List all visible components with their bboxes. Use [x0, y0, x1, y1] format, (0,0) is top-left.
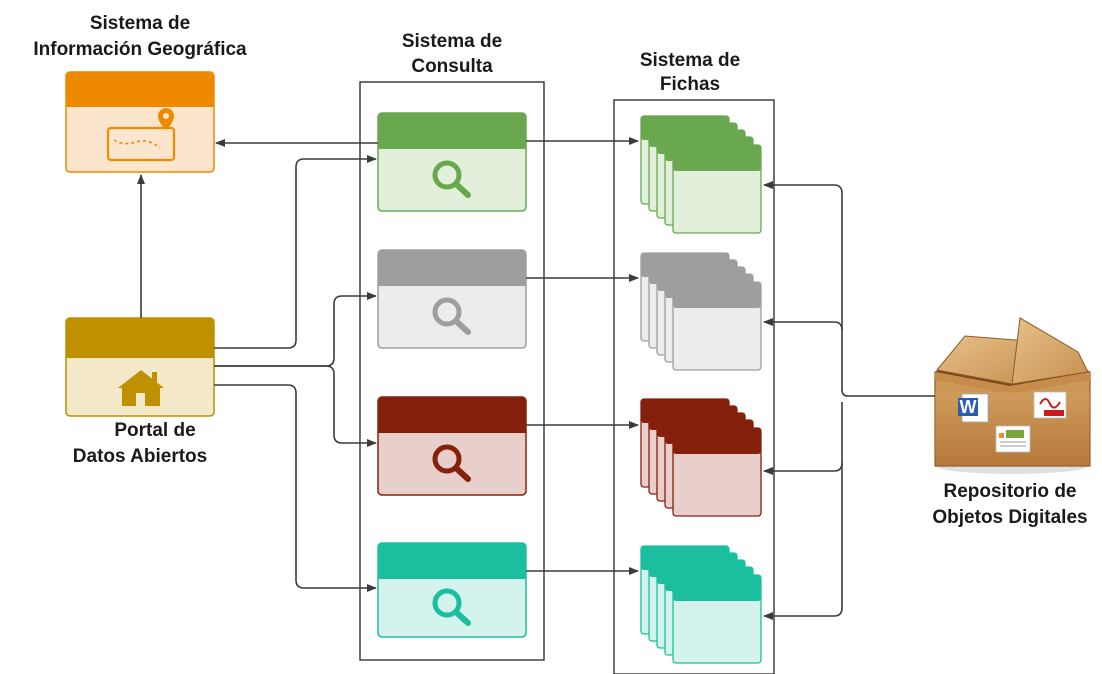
portal-title-line1: Portal de	[114, 420, 195, 441]
sig-window	[65, 71, 215, 173]
consulta-frame	[359, 81, 545, 661]
ficha-stack-teal	[640, 545, 762, 664]
word-document-label: W	[960, 397, 977, 417]
search-icon	[432, 160, 471, 198]
cardboard-box-icon: W	[934, 317, 1091, 474]
edge-portal-to-consulta-gray	[214, 292, 377, 367]
consulta-panel-green	[377, 112, 527, 212]
ficha-card	[672, 427, 762, 517]
search-icon	[432, 588, 471, 626]
edge-repo-to-fichas-green	[763, 181, 849, 397]
fichas-title-line2: Fichas	[660, 74, 720, 95]
repo-title-line2: Objetos Digitales	[932, 507, 1087, 528]
sig-title-line2: Información Geográfica	[33, 39, 247, 60]
consulta-title-line2: Consulta	[411, 56, 493, 77]
portal-title-line2: Datos Abiertos	[73, 446, 207, 467]
edge-portal-to-consulta-green	[214, 155, 377, 349]
pdf-document-icon	[1033, 391, 1067, 419]
search-icon	[432, 297, 471, 335]
word-document-icon: W	[958, 393, 989, 423]
ficha-stack-green	[640, 115, 762, 234]
repo-title-line1: Repositorio de	[943, 481, 1076, 502]
consulta-title-line1: Sistema de	[402, 31, 502, 52]
sig-title-line1: Sistema de	[90, 13, 190, 34]
connections	[137, 137, 935, 620]
fichas-stacks	[640, 115, 762, 664]
fichas-title-line1: Sistema de	[640, 50, 740, 71]
ficha-card	[672, 281, 762, 371]
ficha-card	[672, 144, 762, 234]
edge-repo-to-fichas-red	[763, 402, 843, 475]
edge-portal-to-consulta-red	[214, 365, 377, 447]
ficha-stack-gray	[640, 252, 762, 371]
portal-window	[65, 317, 215, 417]
edge-repo-to-fichas-gray	[763, 318, 843, 331]
search-icon	[432, 444, 471, 482]
edge-repo-to-fichas-teal	[763, 463, 843, 620]
ficha-card	[672, 574, 762, 664]
spreadsheet-document-icon	[995, 425, 1031, 453]
map-pin-icon	[106, 108, 176, 162]
consulta-panel-gray	[377, 249, 527, 349]
consulta-panel-red	[377, 396, 527, 496]
consulta-panel-teal	[377, 542, 527, 638]
fichas-frame	[613, 99, 775, 674]
house-icon	[118, 370, 164, 406]
ficha-stack-red	[640, 398, 762, 517]
edge-portal-to-consulta-teal	[214, 384, 377, 592]
